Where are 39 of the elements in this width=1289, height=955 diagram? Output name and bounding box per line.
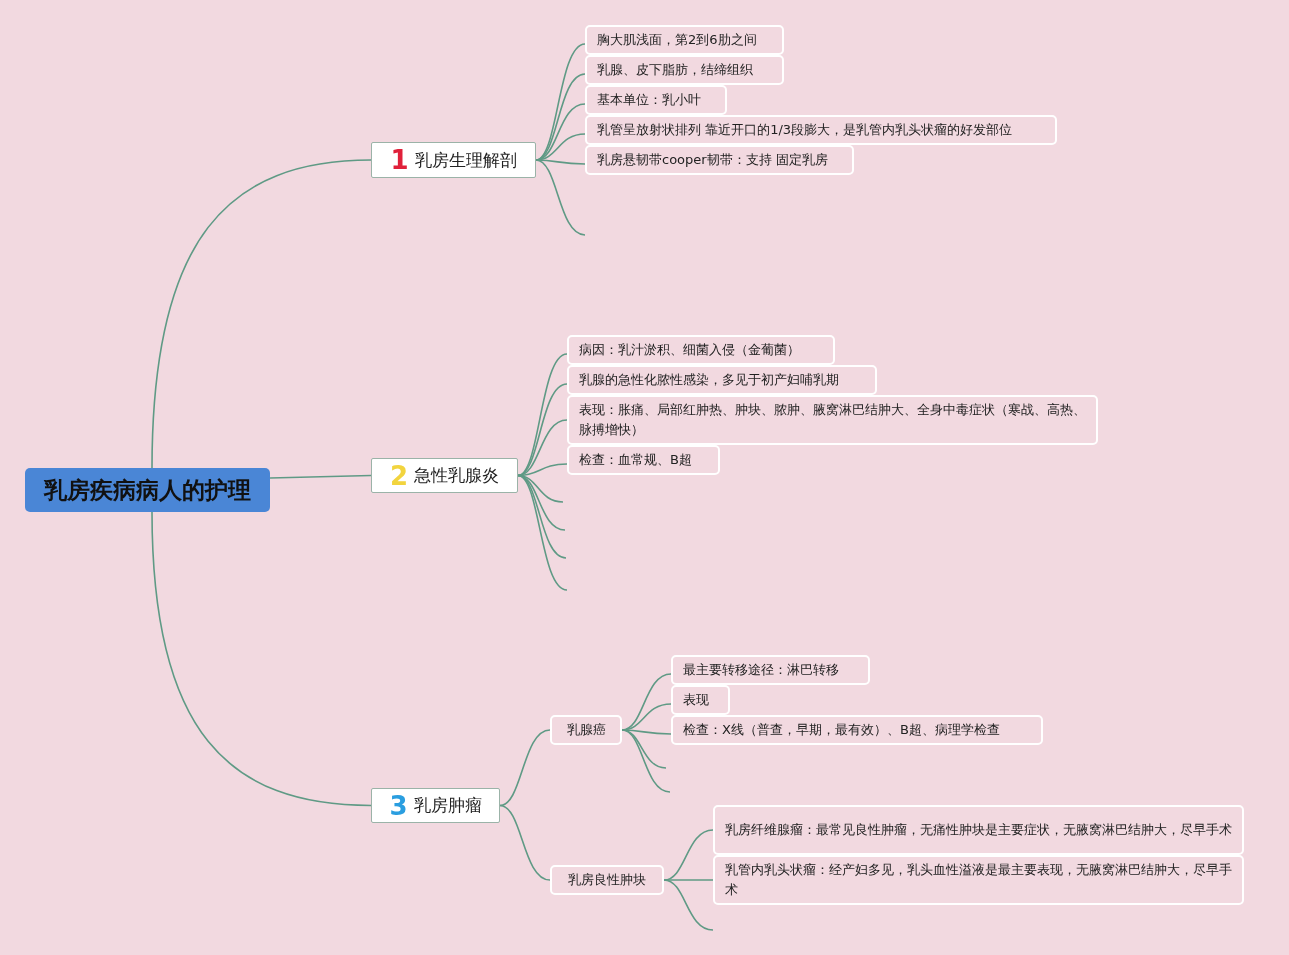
topic-box xyxy=(371,142,536,178)
text-box: 乳房悬韧带cooper韧带：支持 固定乳房 xyxy=(585,145,854,175)
topic-box xyxy=(371,788,500,823)
subtopic-box: 乳房良性肿块 xyxy=(550,865,664,895)
branch-line xyxy=(663,879,714,931)
topic-title: 急性乳腺炎 xyxy=(414,464,500,487)
topic-number: 2 xyxy=(389,460,409,491)
topic-number: 3 xyxy=(389,790,408,821)
topic-title: 乳房肿瘤 xyxy=(413,794,482,817)
branch-line xyxy=(663,879,714,881)
text-box: 表现：胀痛、局部红肿热、肿块、脓肿、腋窝淋巴结肿大、全身中毒症状（寒战、高热、脉搏增快） xyxy=(567,395,1098,445)
branch-line xyxy=(517,419,568,477)
branch-line xyxy=(621,729,671,793)
text-box: 乳管内乳头状瘤：经产妇多见，乳头血性溢液是最主要表现，无腋窝淋巴结肿大，尽早手术 xyxy=(713,855,1244,905)
text-box: 最主要转移途径：淋巴转移 xyxy=(671,655,870,685)
branch-line xyxy=(269,474,372,479)
branch-line xyxy=(499,729,551,807)
branch-line xyxy=(621,729,667,769)
branch-line xyxy=(151,511,372,807)
subtopic-box: 乳腺癌 xyxy=(550,715,622,745)
text-box: 病因：乳汁淤积、细菌入侵（金葡菌） xyxy=(567,335,835,365)
central-topic-box: 乳房疾病病人的护理 xyxy=(25,468,270,512)
text-box: 乳管呈放射状排列 靠近开口的1/3段膨大，是乳管内乳头状瘤的好发部位 xyxy=(585,115,1057,145)
text-box: 表现 xyxy=(671,685,730,715)
topic-box xyxy=(371,458,518,493)
topic-number: 1 xyxy=(390,145,409,175)
text-box: 检查：血常规、B超 xyxy=(567,445,720,475)
branch-line xyxy=(535,43,586,161)
text-box: 乳腺、皮下脂肪，结缔组织 xyxy=(585,55,784,85)
text-box: 乳腺的急性化脓性感染，多见于初产妇哺乳期 xyxy=(567,365,877,395)
text-box: 基本单位：乳小叶 xyxy=(585,85,727,115)
branch-line xyxy=(499,804,551,881)
text-box: 检查：X线（普查，早期，最有效）、B超、病理学检查 xyxy=(671,715,1043,745)
text-box: 乳房纤维腺瘤：最常见良性肿瘤，无痛性肿块是主要症状，无腋窝淋巴结肿大，尽早手术 xyxy=(713,805,1244,855)
branch-line xyxy=(517,474,568,591)
text-box: 胸大肌浅面，第2到6肋之间 xyxy=(585,25,784,55)
topic-title: 乳房生理解剖 xyxy=(414,148,517,172)
branch-line xyxy=(535,159,586,236)
branch-line xyxy=(151,159,372,469)
